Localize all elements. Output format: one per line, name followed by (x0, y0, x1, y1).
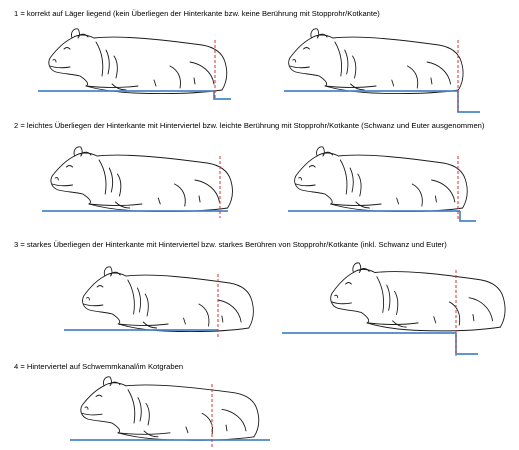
caption-score-4: 4 = Hinterviertel auf Schwemmkanal/im Ko… (14, 362, 514, 372)
panel-2-step (288, 146, 488, 224)
cow-illustration (81, 377, 259, 440)
panel-3-step (282, 262, 502, 362)
panel-1-step (284, 28, 494, 108)
cow-illustration (51, 147, 232, 212)
cow-illustration (83, 267, 254, 332)
curb-step (460, 211, 476, 221)
cow-illustration (331, 263, 505, 331)
panel-1-flat (34, 28, 244, 108)
curb-step (458, 91, 480, 112)
curb-step (456, 333, 478, 354)
cow-illustration (289, 29, 463, 94)
panel-3-flat (72, 264, 272, 344)
caption-score-3: 3 = starkes Überliegen der Hinterkante m… (14, 240, 514, 250)
panel-4-flat (70, 376, 280, 450)
caption-score-2: 2 = leichtes Überliegen der Hinterkante … (14, 121, 514, 131)
cow-illustration (49, 29, 227, 94)
panel-2-flat (42, 146, 242, 224)
caption-score-1: 1 = korrekt auf Läger liegend (kein Über… (14, 9, 514, 19)
cow-illustration (295, 147, 468, 212)
curb-step (214, 91, 231, 99)
